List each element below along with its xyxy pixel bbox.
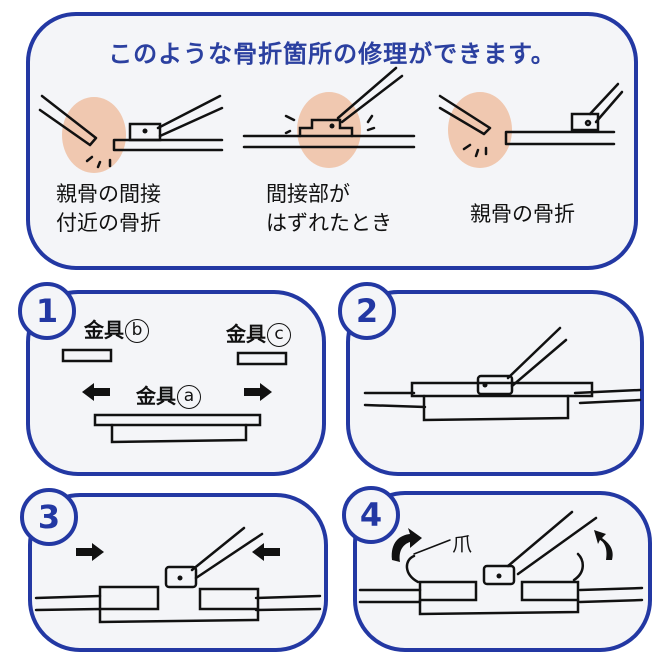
highlight-circle-3	[448, 92, 512, 168]
case-1-line2: 付近の骨折	[56, 211, 161, 235]
step3-drawing	[34, 526, 322, 624]
step-2-badge: 2	[338, 282, 396, 340]
case-2-label: 間接部が はずれたとき	[266, 180, 392, 238]
part-name: 金具	[136, 384, 176, 408]
step-4-badge: 4	[342, 486, 400, 544]
arrow-right-icon	[244, 383, 272, 401]
part-name: 金具	[226, 322, 266, 346]
case-3-line1: 親骨の骨折	[470, 202, 575, 226]
part-mark: a	[177, 385, 201, 409]
case-3-label: 親骨の骨折	[470, 200, 575, 229]
part-name: 金具	[84, 318, 124, 342]
part-mark: b	[125, 319, 149, 343]
claw-callout: 爪	[452, 532, 472, 556]
case-1-label: 親骨の間接 付近の骨折	[56, 180, 161, 238]
step1-drawing	[61, 348, 288, 444]
case2-drawing	[242, 66, 416, 149]
case-1-line1: 親骨の間接	[56, 182, 161, 206]
arrow-left-icon	[82, 383, 110, 401]
step1-panel	[26, 290, 326, 476]
step4-drawing	[358, 510, 644, 616]
step-1-badge: 1	[18, 282, 76, 340]
page-title: このような骨折箇所の修理ができます。	[108, 40, 556, 68]
case3-drawing	[438, 82, 624, 158]
case-2-line1: 間接部が	[266, 182, 350, 206]
step3-panel	[28, 493, 328, 652]
rotate-arrow-icon	[391, 528, 422, 562]
case1-drawing	[38, 94, 224, 169]
rotate-arrow-icon	[594, 530, 613, 560]
case-2-line2: はずれたとき	[266, 211, 392, 235]
step-3-badge: 3	[20, 488, 78, 546]
step2-drawing	[363, 326, 642, 422]
arrow-right-icon	[76, 543, 104, 561]
arrow-left-icon	[252, 543, 280, 561]
part-mark: c	[267, 323, 291, 347]
